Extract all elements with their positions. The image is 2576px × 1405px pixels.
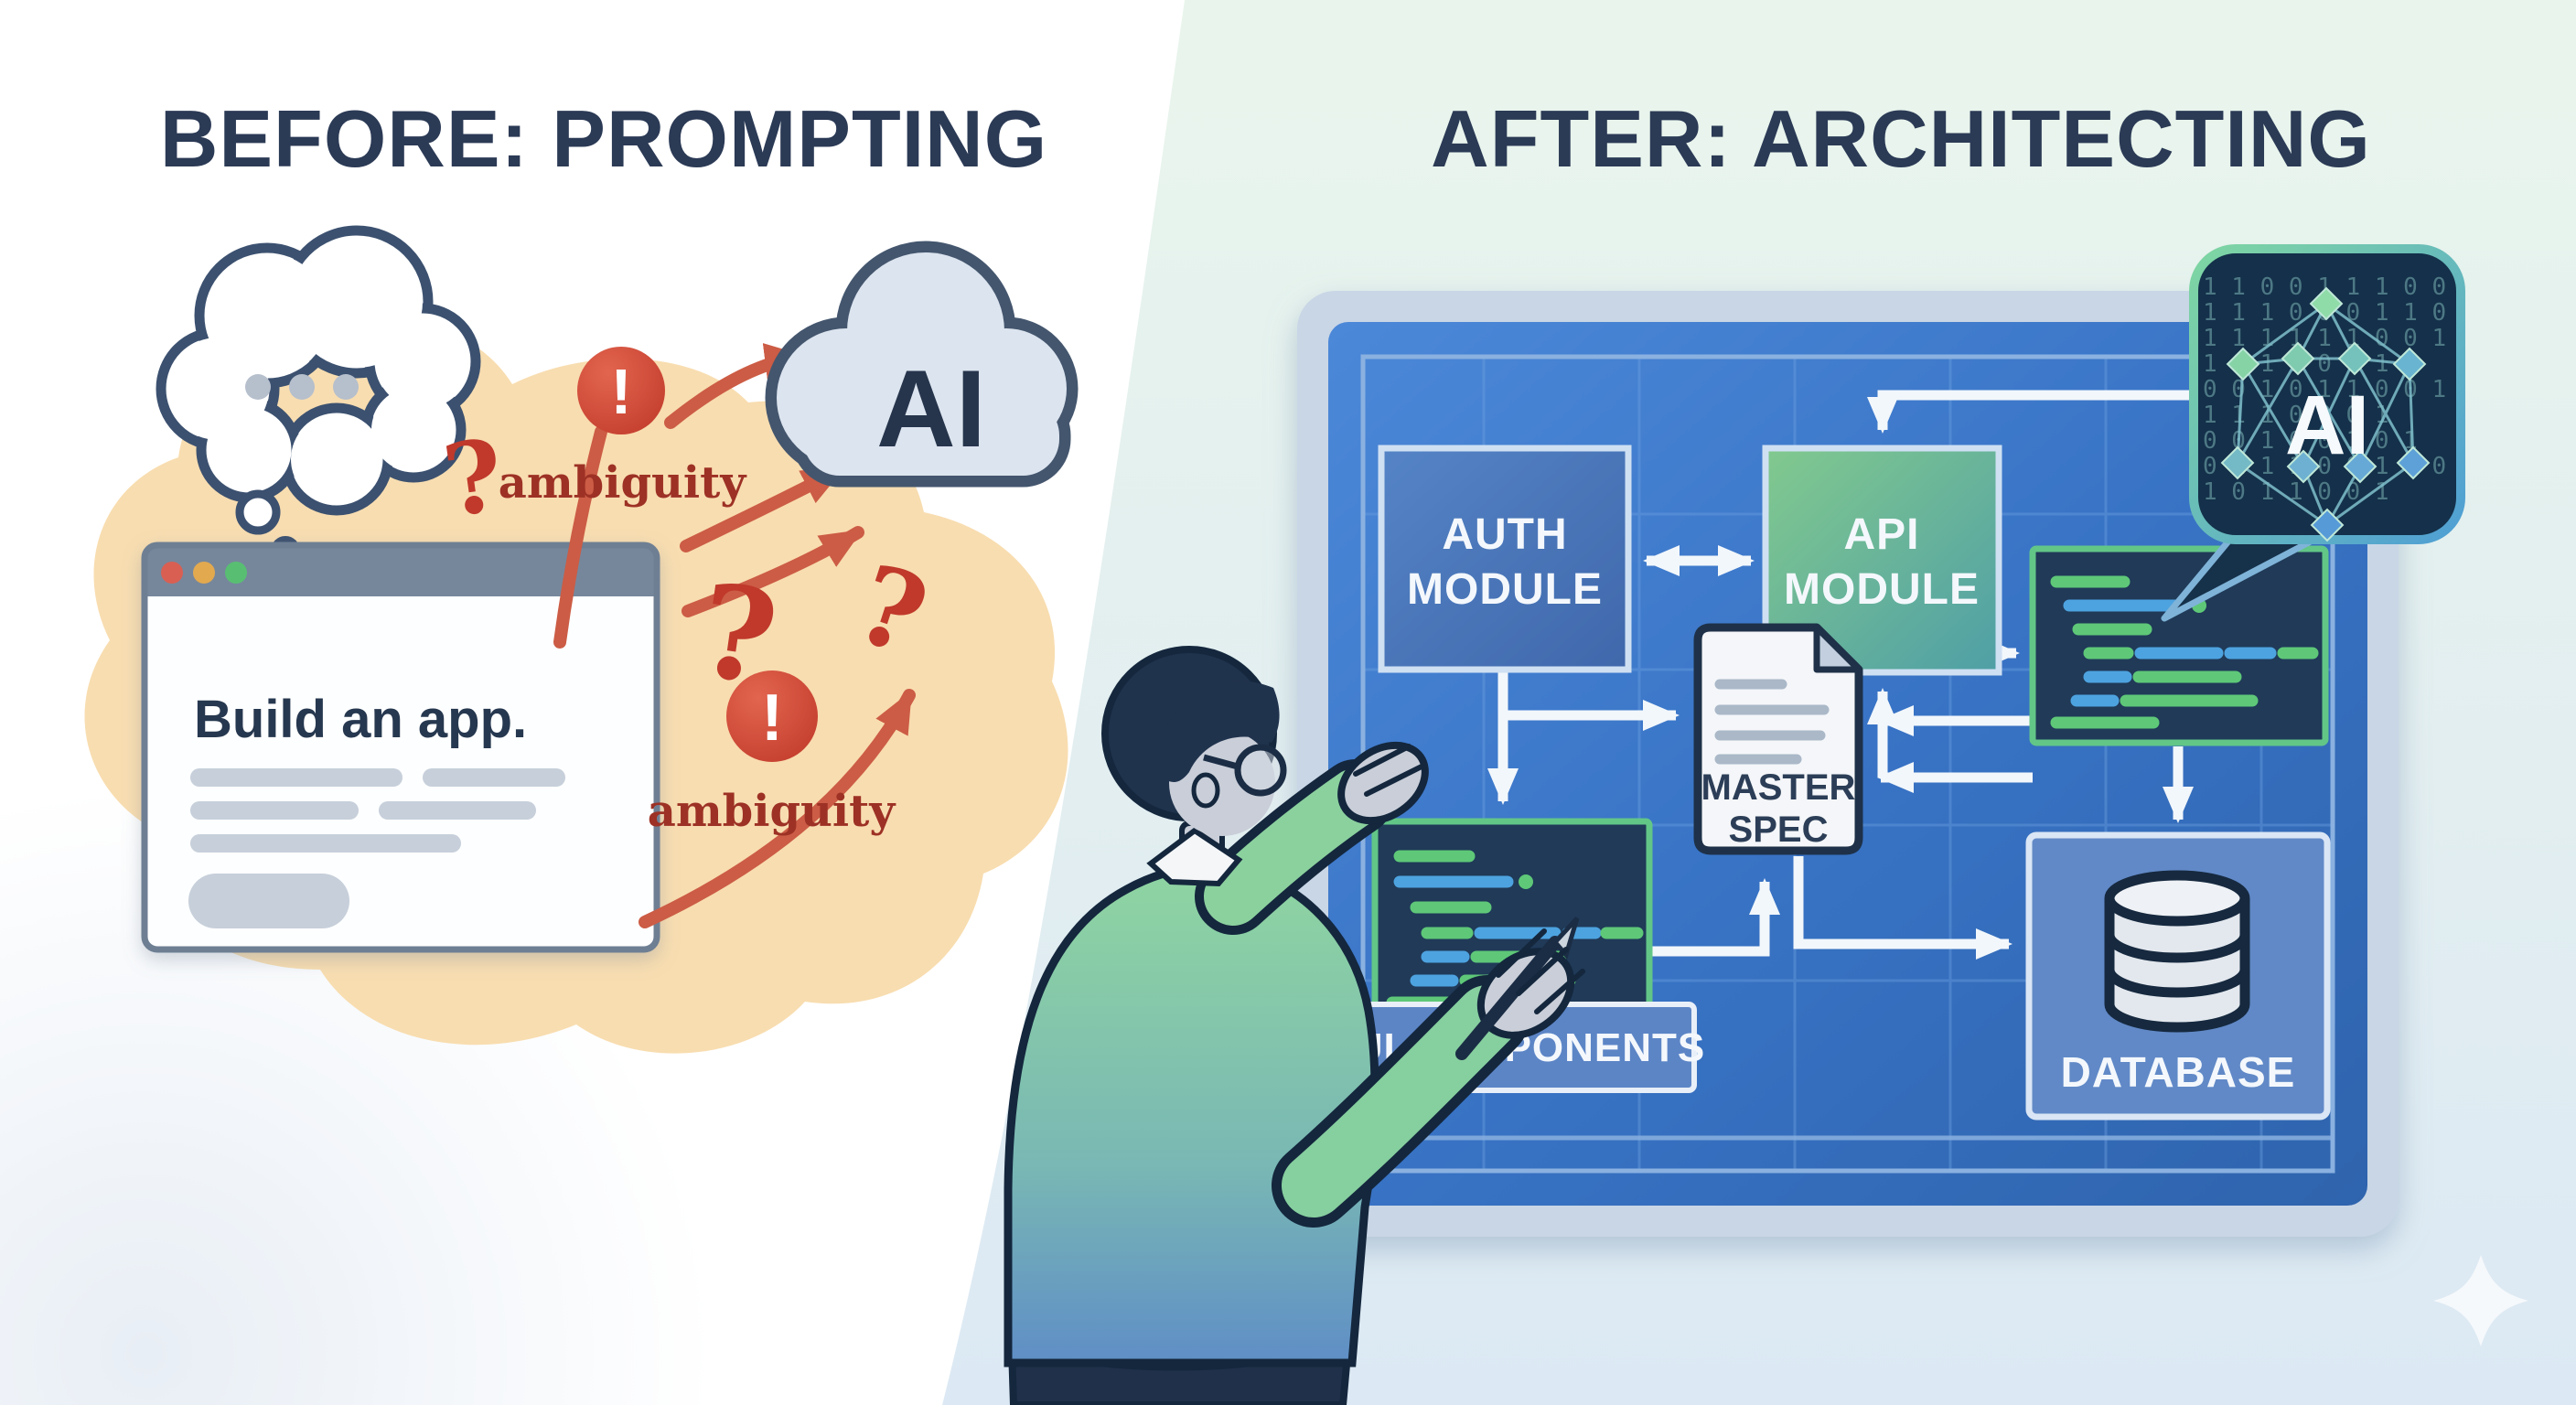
exclamation-icon: ! [761, 681, 783, 755]
person-forearm [1282, 985, 1519, 1217]
bubble-trail-large [235, 489, 281, 535]
database-icon [2104, 870, 2250, 1033]
hand-finger-lines [1353, 744, 1424, 797]
alert-badge-2: ! [726, 670, 818, 762]
person-hair-front [1151, 681, 1280, 783]
auth-module-label-line1: AUTH [1442, 510, 1567, 559]
database-label: DATABASE [2061, 1048, 2296, 1096]
prompt-window: Build an app. [141, 542, 660, 953]
placeholder-button [188, 874, 349, 928]
code-dot-icon [1519, 874, 1533, 889]
arrow-to-ai-3 [682, 526, 864, 617]
board-connectors [1487, 390, 2397, 960]
master-spec-label-line2: SPEC [1729, 810, 1829, 850]
ambiguity-label-2: ambiguity [648, 786, 897, 837]
thought-bubble [156, 225, 481, 565]
pen-icon [1455, 936, 1562, 1060]
doc-text-lines [1714, 679, 1830, 765]
sparkle-icon [2433, 1255, 2528, 1346]
exclamation-icon: ! [610, 356, 631, 427]
traffic-light-green-icon [225, 562, 247, 584]
database-box: DATABASE [2025, 831, 2331, 1121]
traffic-light-yellow-icon [193, 562, 215, 584]
ai-badge-label: AI [2285, 379, 2369, 472]
blueprint-board: AUTH MODULE API MODULE MASTER SPEC [1297, 291, 2399, 1237]
ai-cloud-label: AI [876, 348, 986, 470]
binary-row: 1 1 0 0 1 1 1 0 0 1 [2203, 273, 2474, 301]
connector-spec-to-db [1793, 856, 2012, 960]
alert-badge-1: ! [577, 347, 665, 434]
person-torso [1004, 862, 1379, 1367]
ambiguity-label-1: ambiguity [499, 457, 748, 509]
thought-dots-icon [245, 374, 359, 400]
doc-fold-icon [1813, 624, 1862, 673]
api-module-label-line1: API [1843, 510, 1919, 559]
prompt-text: Build an app. [194, 690, 527, 749]
auth-module-box: AUTH MODULE [1378, 445, 1632, 673]
pen-nib-icon [1551, 917, 1580, 960]
before-scene: Build an app. ? ? ? ! ambiguity [84, 225, 1079, 1054]
binary-row: 1 1 1 0 0 0 1 [2203, 402, 2389, 429]
master-spec-doc: MASTER SPEC [1693, 623, 1863, 855]
person-ear [1191, 772, 1220, 809]
glasses-temple [1203, 754, 1239, 770]
glasses-icon [1234, 744, 1287, 797]
hand-finger-lines [1496, 928, 1585, 1014]
ambiguity-arrows [553, 343, 916, 928]
neural-network-nodes [2220, 286, 2431, 542]
code-lines [2050, 575, 2319, 729]
placeholder-lines [190, 768, 565, 853]
window-titlebar [145, 545, 657, 596]
auth-module-label-line2: MODULE [1407, 565, 1603, 614]
right-code-panel [2029, 545, 2329, 746]
after-title: AFTER: ARCHITECTING [1431, 93, 2371, 184]
traffic-light-red-icon [161, 562, 183, 584]
before-title: BEFORE: PROMPTING [160, 93, 1047, 184]
api-module-label-line2: MODULE [1784, 565, 1980, 614]
ai-badge: 1 1 0 0 1 1 1 0 0 1 1 1 1 0 0 0 1 1 0 0 … [2161, 244, 2474, 622]
person-collar [1146, 827, 1243, 887]
stray-curve-line [553, 425, 607, 649]
connector-ui-to-spec [1652, 878, 1780, 957]
ai-cloud: AI [765, 241, 1079, 488]
master-spec-label-line1: MASTER [1701, 767, 1856, 808]
architect-person [1004, 646, 1585, 1405]
arrow-to-ai-4 [639, 689, 916, 928]
